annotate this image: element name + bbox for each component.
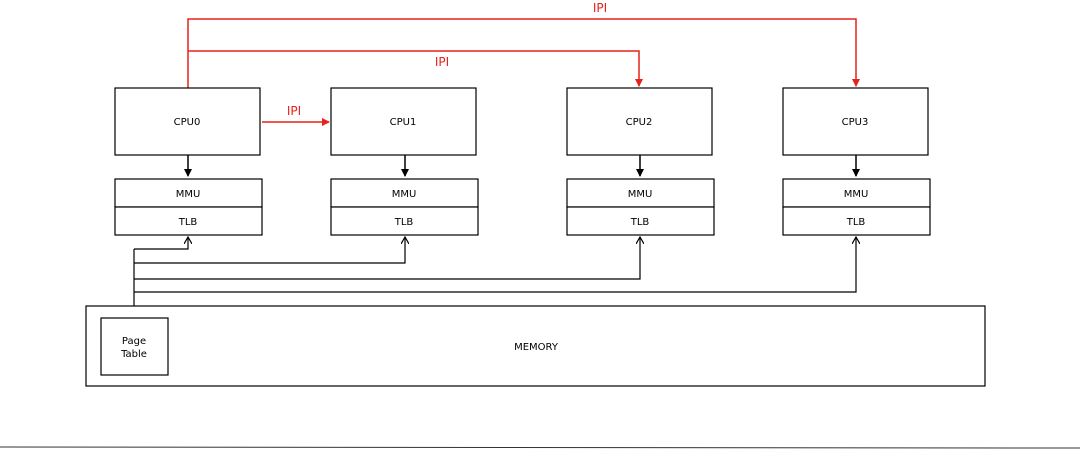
link-to-tlb1 [134, 237, 405, 264]
ipi-label-direct: IPI [287, 104, 301, 118]
ipi-arrows: IPI IPI IPI [187, 1, 860, 126]
page-table-links [133, 237, 856, 318]
cpu1-mmu-label: MMU [392, 189, 417, 200]
cpu1-label: CPU1 [390, 117, 417, 128]
link-to-tlb3 [134, 237, 856, 293]
cpu3-tlb-label: TLB [846, 217, 866, 228]
bottom-divider [0, 446, 1080, 449]
cpu3-group: CPU3 MMU TLB [782, 87, 931, 236]
cpu0-label: CPU0 [174, 117, 201, 128]
memory-label: MEMORY [514, 342, 559, 353]
memory-group: Page Table MEMORY [85, 305, 986, 387]
cpu2-label: CPU2 [626, 117, 653, 128]
cpu0-tlb-box [114, 206, 263, 236]
cpu3-tlb-box [782, 206, 931, 236]
cpu1-tlb-label: TLB [394, 217, 414, 228]
cpu3-box [782, 87, 929, 156]
cpu0-tlb-label: TLB [178, 217, 198, 228]
cpu3-mmu-label: MMU [844, 189, 869, 200]
cpu1-tlb-box [330, 206, 479, 236]
cpu2-tlb-box [566, 206, 715, 236]
ipi-arrow-cpu0-to-cpu3 [187, 18, 860, 88]
cpu2-box [566, 87, 713, 156]
cpu0-mmu-label: MMU [176, 189, 201, 200]
ipi-label-middle: IPI [435, 55, 449, 69]
cpu2-mmu-label: MMU [628, 189, 653, 200]
page-table-label-line1: Page [122, 336, 146, 347]
cpu3-label: CPU3 [842, 117, 869, 128]
link-to-tlb2 [134, 237, 640, 280]
cpu2-tlb-label: TLB [630, 217, 650, 228]
cpu0-group: CPU0 MMU TLB [114, 87, 263, 236]
cpu1-box [330, 87, 477, 156]
cpu2-mmu-box [566, 178, 715, 208]
page-table-label-line2: Table [120, 349, 147, 360]
cpu2-group: CPU2 MMU TLB [566, 87, 715, 236]
cpu1-group: CPU1 MMU TLB [330, 87, 479, 236]
cpu3-mmu-box [782, 178, 931, 208]
ipi-arrow-cpu0-to-cpu2 [188, 50, 643, 87]
link-to-tlb0 [134, 237, 188, 250]
page-table-box [100, 317, 169, 376]
ipi-label-top: IPI [593, 1, 607, 15]
memory-box [85, 305, 986, 387]
cpu0-mmu-box [114, 178, 263, 208]
